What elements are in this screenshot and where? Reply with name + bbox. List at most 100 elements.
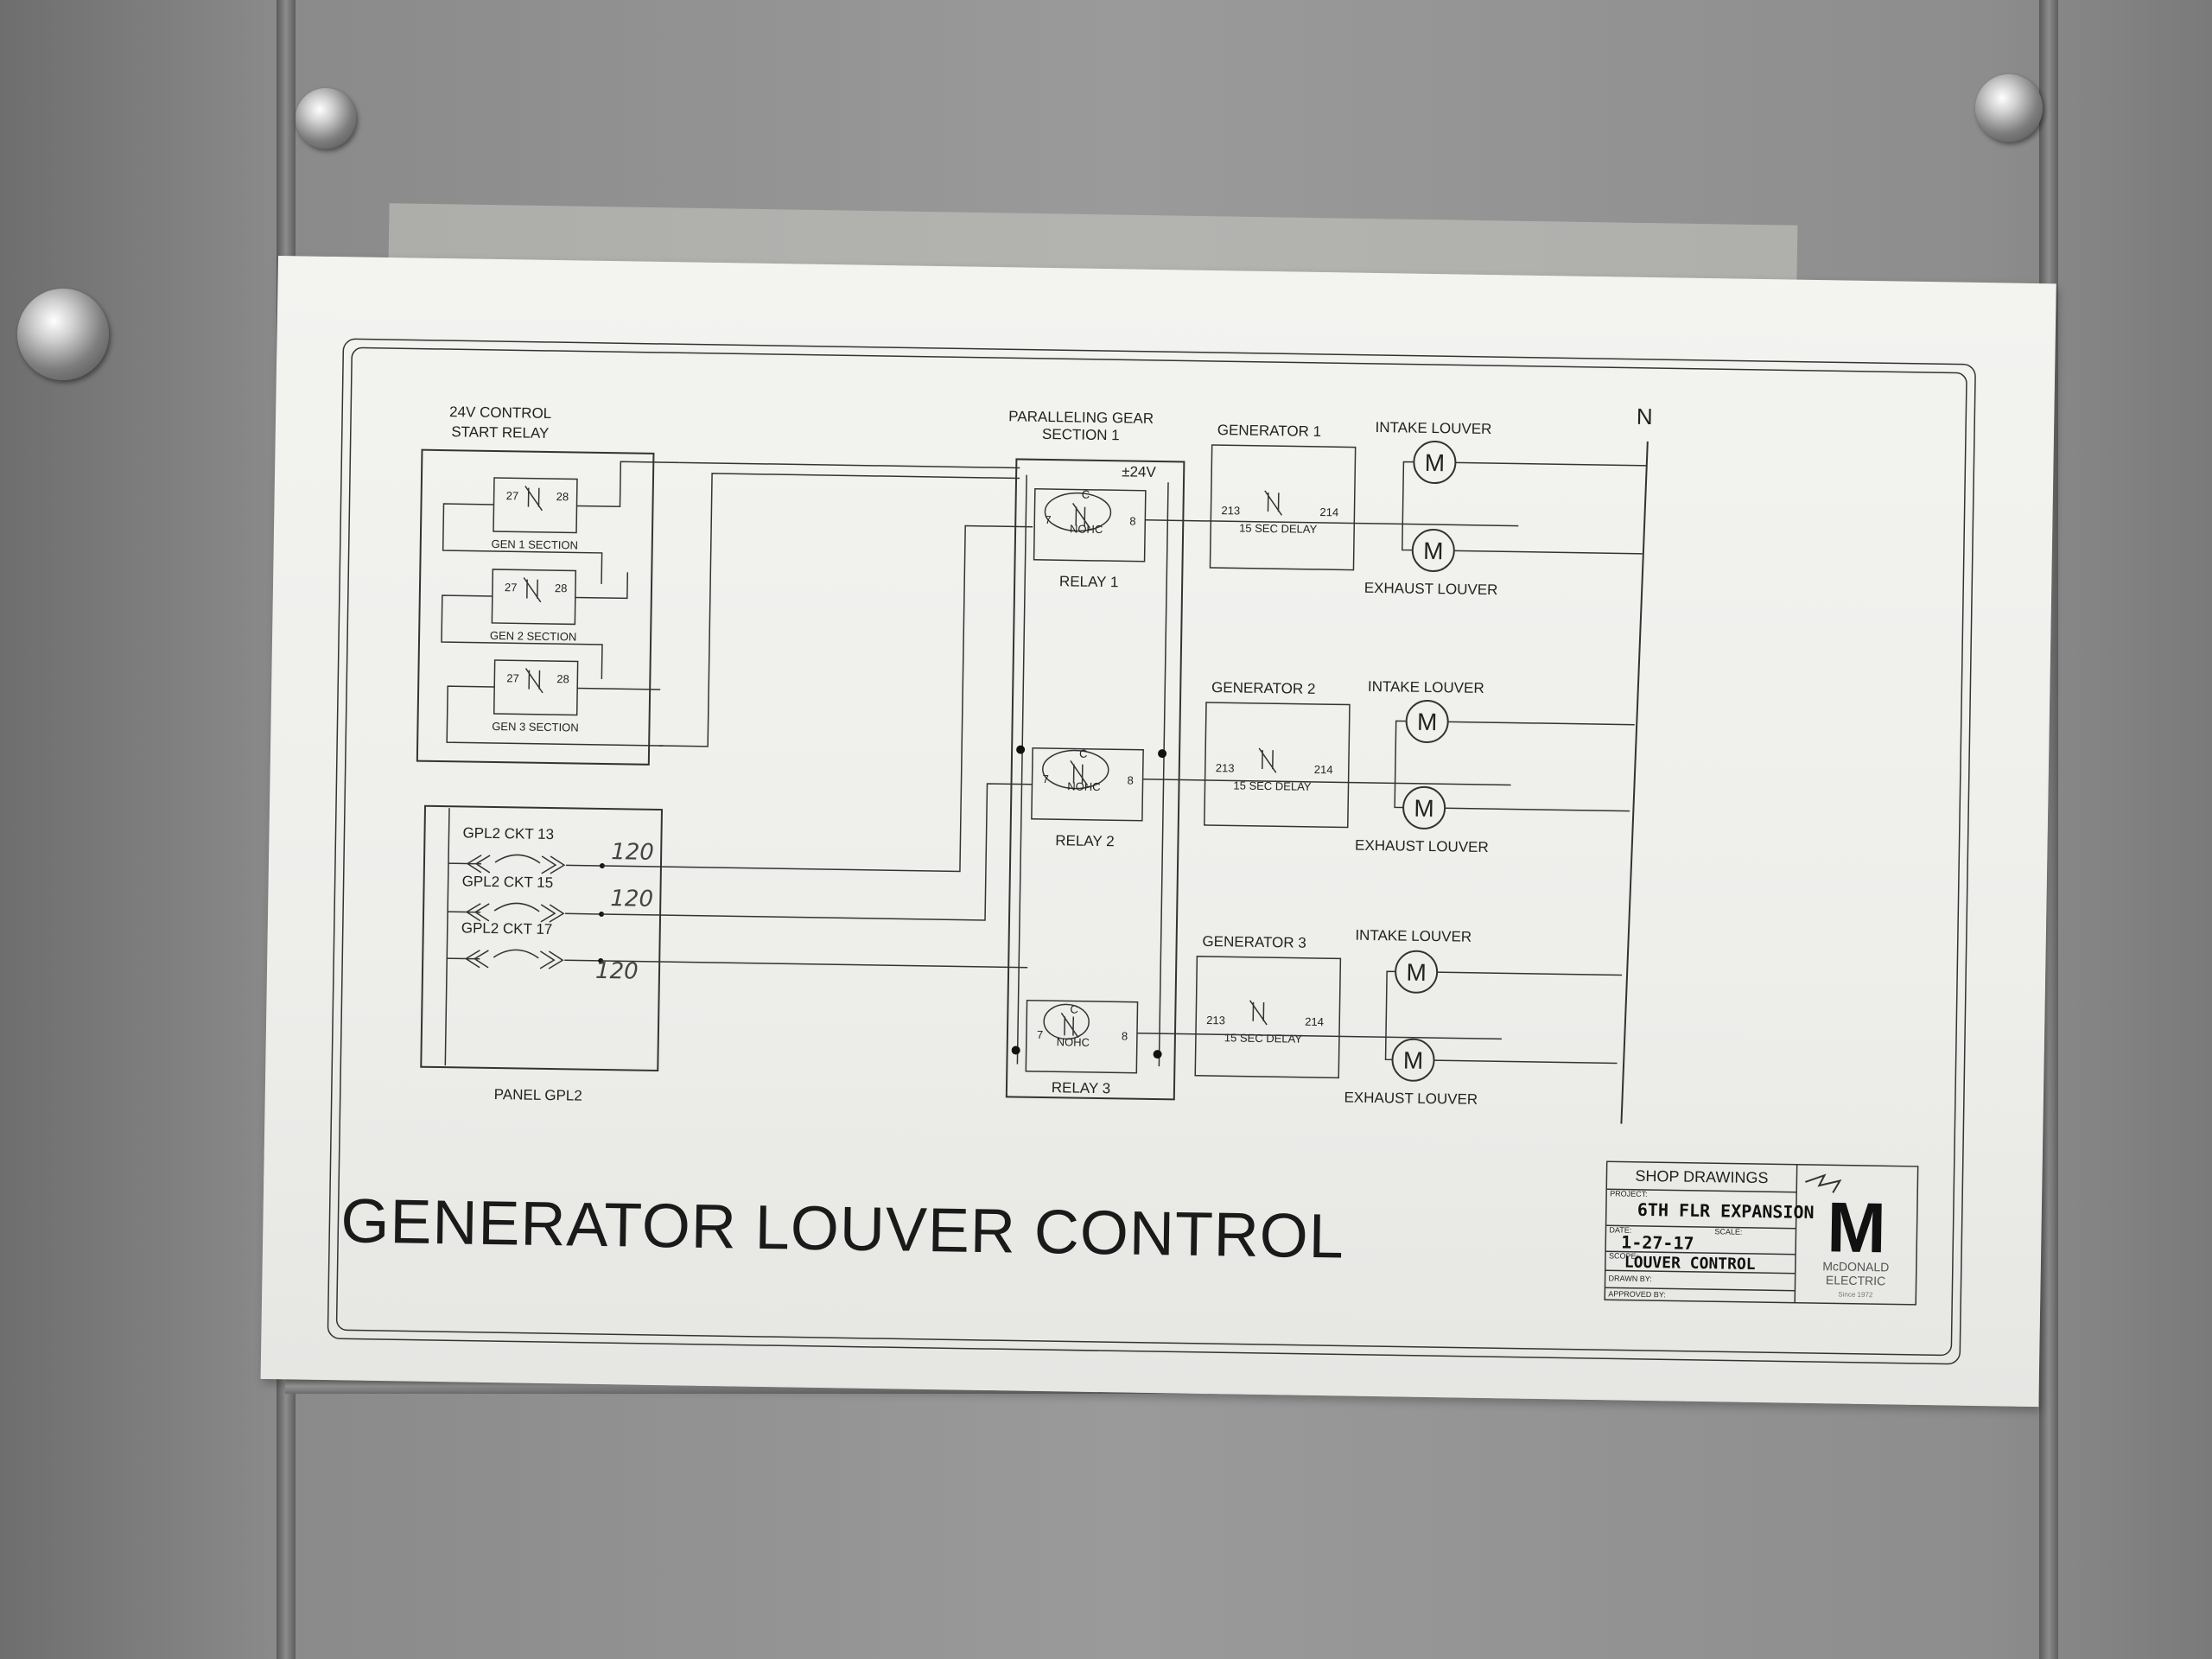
ckt17-voltage: 120 <box>595 958 639 985</box>
relay3-label: RELAY 3 <box>1052 1079 1111 1096</box>
ckt17-label: GPL2 CKT 17 <box>461 919 553 938</box>
company-tag: Since 1972 <box>1838 1291 1873 1300</box>
panel-bus <box>444 808 450 1066</box>
panel-gpl2-box <box>420 804 664 1072</box>
relay-1: C NOHC 7 8 RELAY 1 <box>1033 488 1147 590</box>
intake-motor-1-letter: M <box>1424 449 1445 476</box>
relay3-no-nc: NOHC <box>1057 1035 1090 1049</box>
gen3-pin-213: 213 <box>1206 1014 1225 1027</box>
ckt15-label: GPL2 CKT 15 <box>462 873 554 891</box>
relay3-pin-right: 8 <box>1122 1029 1128 1042</box>
circuit-17: GPL2 CKT 17 120 <box>447 919 1028 985</box>
gen2-delay: 15 SEC DELAY <box>1233 779 1312 792</box>
gen3-pin-left: 27 <box>506 671 519 684</box>
drawing-title: GENERATOR LOUVER CONTROL <box>340 1186 1345 1271</box>
relay2-no-nc: NOHC <box>1067 779 1101 793</box>
sheet-border-outer <box>327 338 1976 1365</box>
sheet-border-inner <box>335 346 1967 1357</box>
gen2-label: GENERATOR 2 <box>1211 679 1316 697</box>
relay3-contact: C <box>1070 1003 1078 1016</box>
gen3-delay: 15 SEC DELAY <box>1224 1031 1303 1045</box>
schematic-sheet: 24V CONTROL START RELAY 27 28 GEN 1 SECT… <box>260 256 2056 1408</box>
intake-motor-2-letter: M <box>1417 709 1438 735</box>
relay1-contact: C <box>1082 488 1090 501</box>
ckt17-feed <box>601 960 1028 969</box>
exhaust-motor-1-letter: M <box>1423 537 1444 564</box>
gen1-label: GENERATOR 1 <box>1217 422 1322 440</box>
intake-louver-1-label: INTAKE LOUVER <box>1375 419 1491 437</box>
gen1-pin-214: 214 <box>1319 505 1338 518</box>
gen1-pin-213: 213 <box>1221 504 1240 517</box>
relay1-pin-left: 7 <box>1045 513 1051 526</box>
exhaust-motor-2-letter: M <box>1414 795 1434 822</box>
gen1-pin-left: 27 <box>506 489 519 502</box>
ckt13-feed <box>601 524 1033 873</box>
knob-left <box>17 289 109 380</box>
control-relay-heading-2: START RELAY <box>451 423 549 442</box>
paralleling-bus <box>1016 474 1169 1067</box>
gen1-pin-right: 28 <box>556 490 569 503</box>
date-label: DATE: <box>1609 1225 1631 1234</box>
approved-by-label: APPROVED BY: <box>1608 1289 1666 1299</box>
junction-dot <box>1016 745 1026 754</box>
neutral-label: N <box>1637 404 1653 429</box>
relay2-label: RELAY 2 <box>1055 832 1115 849</box>
junction-dot <box>1011 1046 1020 1055</box>
paralleling-gear-box <box>1005 458 1185 1101</box>
relay-to-louver-wiring <box>1136 519 1519 1040</box>
exhaust-motor-3-letter: M <box>1403 1047 1424 1074</box>
louver-set-3: INTAKE LOUVER M M EXHAUST LOUVER <box>1344 927 1623 1108</box>
relay1-pin-right: 8 <box>1129 515 1135 528</box>
date-value: 1-27-17 <box>1621 1232 1694 1254</box>
bolt-top-right <box>1975 74 2043 142</box>
ckt13-voltage: 120 <box>611 839 654 866</box>
exhaust-louver-1-label: EXHAUST LOUVER <box>1364 580 1498 598</box>
gen1-section-label: GEN 1 SECTION <box>491 537 578 552</box>
schematic-diagram: 24V CONTROL START RELAY 27 28 GEN 1 SECT… <box>327 338 1976 1365</box>
scale-label: SCALE: <box>1714 1227 1742 1236</box>
intake-louver-3-label: INTAKE LOUVER <box>1355 927 1471 945</box>
relay-2: C NOHC 7 8 RELAY 2 <box>1031 747 1144 849</box>
gen3-section-label: GEN 3 SECTION <box>492 720 579 734</box>
gen1-section: 27 28 GEN 1 SECTION <box>491 477 578 552</box>
neutral-bus <box>1620 441 1649 1124</box>
panel-label: PANEL GPL2 <box>494 1086 582 1104</box>
intake-motor-3-letter: M <box>1406 959 1427 986</box>
generator-3: GENERATOR 3 213 214 15 SEC DELAY <box>1194 933 1342 1079</box>
ckt15-feed <box>601 783 1033 921</box>
scope-value: LOUVER CONTROL <box>1624 1254 1756 1274</box>
relay2-contact: C <box>1079 747 1088 760</box>
title-block-heading: SHOP DRAWINGS <box>1635 1167 1768 1186</box>
relay2-pin-right: 8 <box>1127 774 1133 787</box>
exhaust-louver-2-label: EXHAUST LOUVER <box>1355 837 1489 855</box>
paralleling-heading-2: SECTION 1 <box>1042 426 1120 443</box>
relay-3: C NOHC 7 8 RELAY 3 <box>1025 999 1139 1096</box>
project-label: PROJECT: <box>1610 1189 1648 1198</box>
generator-2: GENERATOR 2 213 214 15 SEC DELAY <box>1204 679 1351 829</box>
supply-label: ±24V <box>1122 463 1157 480</box>
relay2-pin-left: 7 <box>1042 772 1048 785</box>
ckt15-voltage: 120 <box>610 886 653 912</box>
louver-set-1: INTAKE LOUVER M M EXHAUST LOUVER <box>1364 419 1648 598</box>
gen2-pin-214: 214 <box>1314 763 1333 776</box>
project-value: 6TH FLR EXPANSION <box>1637 1199 1815 1223</box>
relay3-pin-left: 7 <box>1037 1028 1043 1041</box>
gen2-section-label: GEN 2 SECTION <box>490 629 577 644</box>
exhaust-louver-3-label: EXHAUST LOUVER <box>1344 1089 1478 1107</box>
control-relay-box <box>416 448 655 766</box>
generator-1: GENERATOR 1 213 214 15 SEC DELAY <box>1209 422 1357 571</box>
control-relay-wiring <box>441 461 680 747</box>
gen1-delay: 15 SEC DELAY <box>1239 522 1318 536</box>
company-line-2: ELECTRIC <box>1826 1273 1885 1287</box>
gen3-label: GENERATOR 3 <box>1202 933 1306 951</box>
scope-label: SCOPE: <box>1609 1251 1638 1261</box>
gen3-section: 27 28 GEN 3 SECTION <box>492 659 579 734</box>
relay1-label: RELAY 1 <box>1059 573 1119 590</box>
paralleling-heading-1: PARALLELING GEAR <box>1008 408 1154 427</box>
drawn-by-label: DRAWN BY: <box>1609 1274 1652 1283</box>
gen2-section: 27 28 GEN 2 SECTION <box>490 569 577 644</box>
company-line-1: McDONALD <box>1822 1259 1889 1274</box>
control-relay-heading-1: 24V CONTROL <box>449 404 551 422</box>
circuit-13: GPL2 CKT 13 120 <box>448 524 1033 874</box>
relay-coil-feed <box>659 461 1020 747</box>
